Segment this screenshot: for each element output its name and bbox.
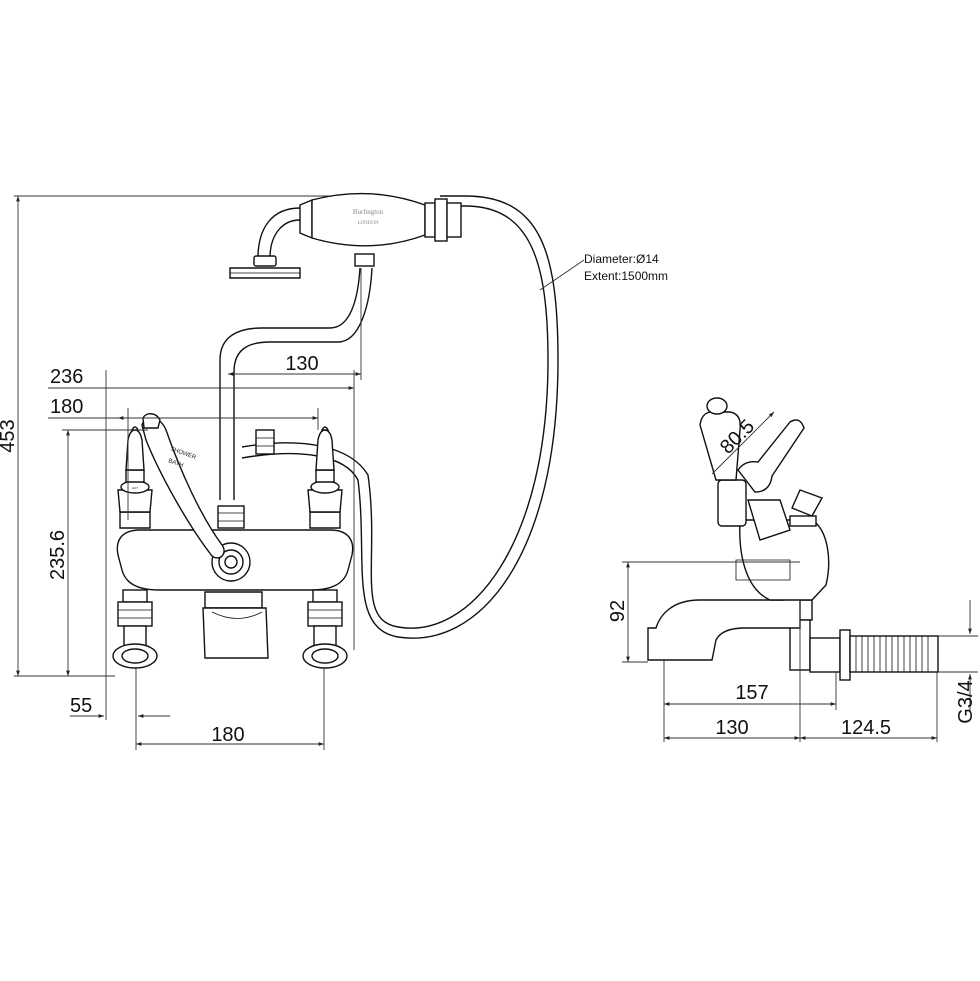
label-total-height: 453: [0, 419, 19, 452]
label-centres: 180: [211, 724, 244, 746]
side-diverter-knob: [791, 489, 824, 517]
dim-overall-width: 236: [48, 366, 355, 720]
handset-brand: Burlington: [353, 208, 384, 216]
side-supply-leg: [787, 599, 939, 681]
dim-total-height: 453: [0, 195, 330, 677]
handshower-riser: [219, 253, 375, 500]
side-flange: [839, 629, 851, 681]
dim-reach-to-centre: 130: [664, 600, 801, 742]
side-front-lever: [737, 419, 805, 493]
hose-nut: [255, 429, 275, 455]
dim-handshower-offset: 130: [228, 268, 362, 380]
dim-spout-reach: 157: [663, 660, 837, 742]
right-leg: [302, 589, 348, 669]
right-leg-nut: [307, 601, 343, 627]
dim-centres: 180: [136, 668, 325, 750]
diverter-nut: [217, 505, 245, 529]
lever-label-bath: BATH: [167, 458, 184, 469]
label-leg-length: 124.5: [841, 717, 891, 739]
handset-body: [311, 192, 426, 247]
handset-sub: LONDON: [357, 221, 378, 226]
label-reach-to-centre: 130: [715, 717, 748, 739]
dim-leg-length: 124.5: [800, 672, 938, 742]
front-view: Burlington LONDON: [0, 192, 668, 750]
riser-connector: [354, 253, 375, 267]
label-spout-height: 92: [607, 600, 629, 622]
right-lever: [315, 429, 335, 471]
label-spout-reach: 157: [735, 682, 768, 704]
hose-note: Diameter:Ø14 Extent:1500mm: [539, 252, 668, 291]
handset: Burlington LONDON: [229, 192, 462, 279]
right-valve: [307, 426, 343, 529]
shower-hose: [241, 195, 559, 639]
label-handshower-offset: 130: [285, 353, 318, 375]
side-front-valve: [737, 419, 824, 541]
spout: [202, 607, 269, 659]
dim-leg-width: 55: [70, 668, 170, 750]
side-threaded-tail: [849, 635, 939, 673]
dim-lever-span: 180: [48, 396, 319, 520]
label-height-to-lever: 235.6: [47, 530, 69, 580]
side-view: 80.5 92 157 130 124.5: [607, 397, 978, 742]
hose-extent: Extent:1500mm: [584, 269, 668, 283]
left-leg-nut: [117, 601, 153, 627]
left-lever: [125, 429, 145, 471]
side-rear-lever: [699, 411, 741, 481]
label-leg-width: 55: [70, 695, 92, 717]
diverter: [211, 429, 275, 582]
dim-thread: G3/4: [938, 600, 978, 724]
dim-spout-height: 92: [607, 561, 800, 663]
thread-lines: [855, 636, 929, 672]
dim-height-to-lever: 235.6: [47, 429, 148, 676]
hose-diameter: Diameter:Ø14: [584, 252, 659, 266]
spout-top: [204, 591, 263, 609]
left-ring-label: HOT: [132, 486, 139, 490]
label-lever-span: 180: [50, 396, 83, 418]
side-rear-valve: [699, 397, 747, 527]
side-spout: [647, 569, 801, 661]
label-overall-width: 236: [50, 366, 83, 388]
left-leg: [112, 589, 158, 669]
label-thread: G3/4: [955, 680, 977, 723]
